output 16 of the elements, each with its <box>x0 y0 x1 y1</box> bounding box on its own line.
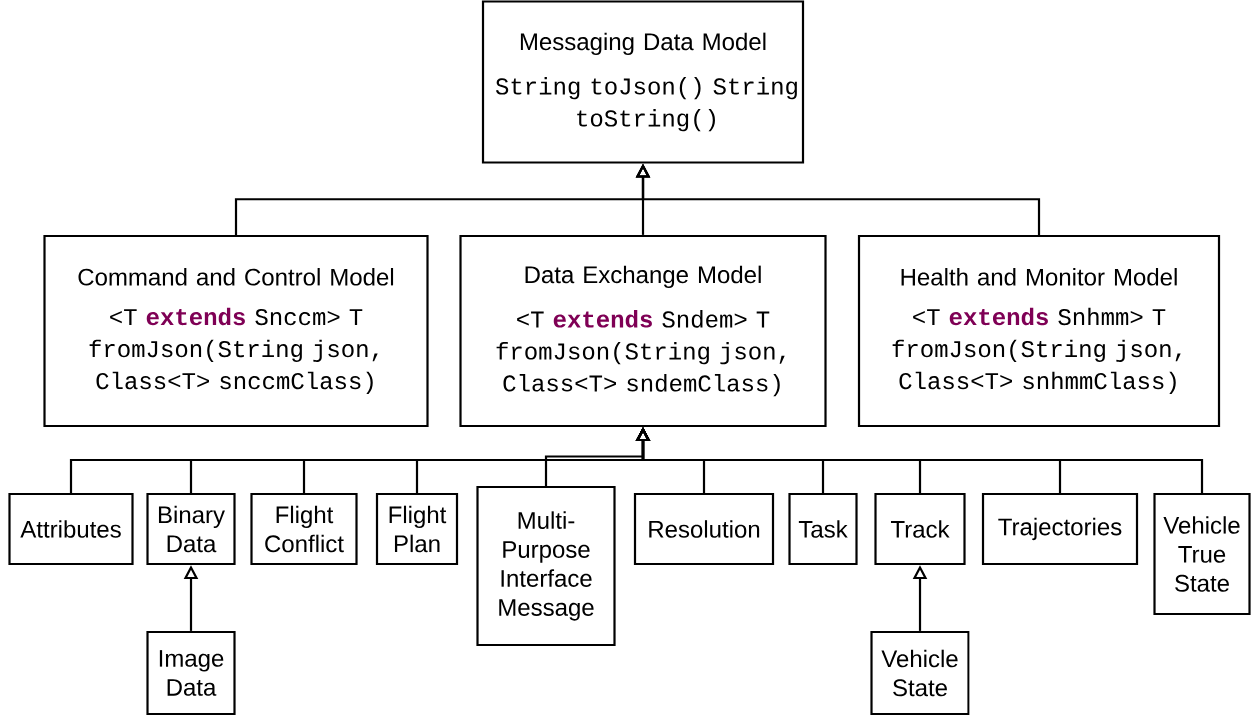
class-box: Command and Control Model <T extends Snccm> T fromJson(String json, Class<T> snccmClass) <box>43 234 429 428</box>
class-box: Resolution <box>633 492 775 566</box>
class-box: Image Data <box>146 630 236 715</box>
class-box: Data Exchange Model <T extends Sndem> T fromJson(String json, Class<T> sndemClass) <box>459 234 827 428</box>
class-box: Trajectories <box>981 492 1139 566</box>
class-box: Flight Conflict <box>250 492 358 566</box>
class-box: Attributes <box>8 492 134 566</box>
class-box: Health and Monitor Model <T extends Snhmm> T fromJson(String json, Class<T> snhmmClass) <box>857 234 1221 428</box>
class-box: Vehicle True State <box>1153 492 1251 616</box>
class-box: Messaging Data Model String toJson() String toString() <box>481 0 805 164</box>
class-box: Vehicle State <box>870 630 970 715</box>
class-box: Track <box>874 492 966 566</box>
class-box: Multi-Purpose Interface Message <box>476 485 616 647</box>
class-box: Binary Data <box>146 492 236 566</box>
class-box: Flight Plan <box>375 492 459 566</box>
class-box: Task <box>788 492 858 566</box>
